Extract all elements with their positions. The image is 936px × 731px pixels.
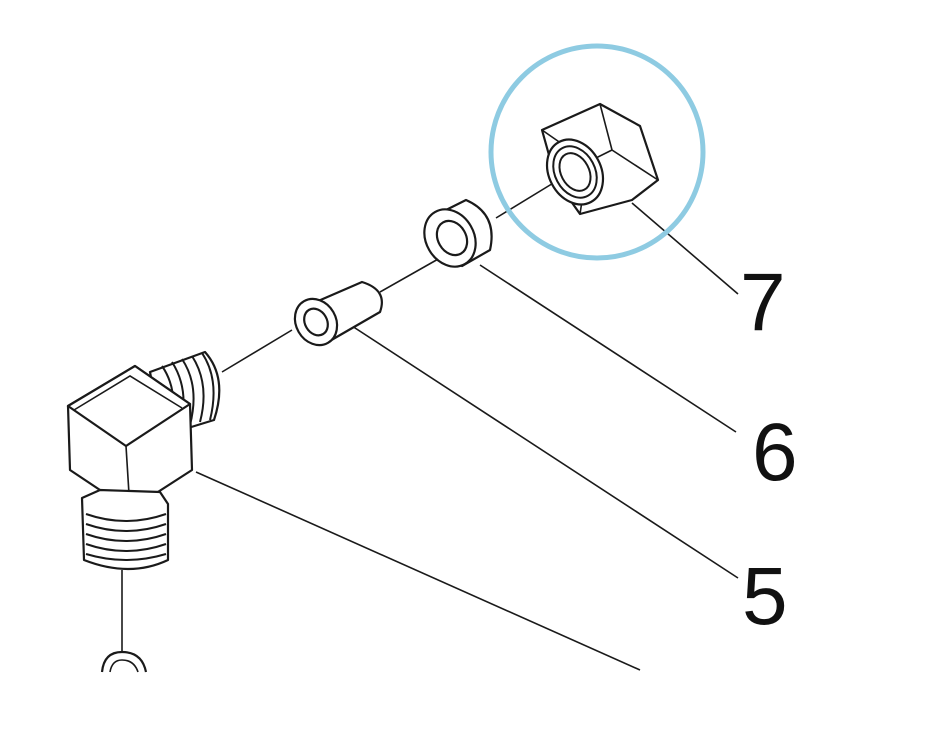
callout-number-5: 5 — [742, 551, 788, 642]
leader-line-7 — [631, 202, 739, 295]
tube-insert-part — [293, 280, 383, 347]
highlight-circle — [488, 43, 706, 261]
callout-number-6: 6 — [752, 407, 798, 498]
compression-nut-part — [540, 102, 660, 216]
leader-line-5 — [351, 325, 739, 579]
leader-line-6 — [479, 264, 737, 433]
elbow-fitting — [66, 350, 221, 673]
assembly-axis-lines — [121, 181, 556, 660]
callout-number-7: 7 — [740, 257, 786, 348]
leader-line-elbow — [195, 471, 641, 671]
leader-lines — [195, 202, 739, 671]
ferrule-part — [423, 198, 493, 268]
